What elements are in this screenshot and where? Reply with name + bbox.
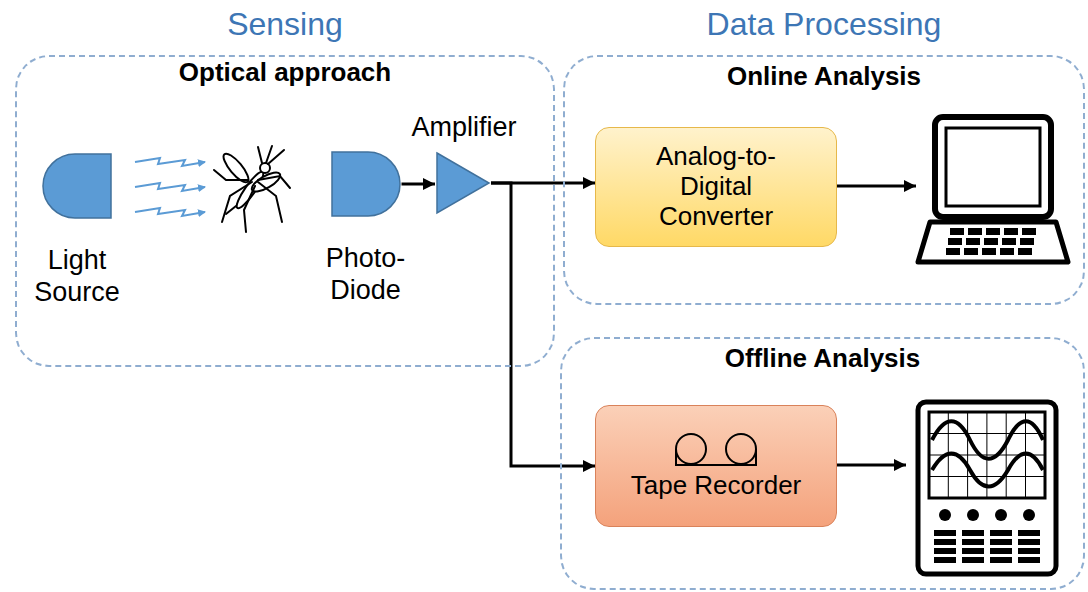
component-label: Light Source	[27, 244, 127, 309]
tape-reels	[661, 431, 771, 471]
signal-arrow	[402, 183, 436, 186]
section-heading: Sensing	[15, 6, 555, 43]
amplifier: Amplifier	[402, 112, 526, 222]
oscilloscope-icon	[918, 402, 1056, 574]
light-rays	[135, 158, 205, 216]
light-source: Light Source	[27, 152, 127, 307]
region-heading: Online Analysis	[565, 62, 1083, 92]
process-box: Tape Recorder	[595, 405, 837, 527]
process-box: Analog-to- Digital Converter	[595, 127, 837, 247]
component-label: Photo- Diode	[318, 242, 413, 307]
dashed-region: Offline AnalysisTape Recorder	[560, 337, 1085, 590]
laptop-icon	[918, 117, 1068, 262]
sensing-region: SensingOptical approachLight Source Photo…	[15, 0, 555, 367]
light-source-symbol	[41, 152, 113, 220]
dashed-region: Online AnalysisAnalog-to- Digital Conver…	[563, 55, 1085, 305]
section-heading: Data Processing	[563, 6, 1085, 43]
signal-arrow	[491, 183, 595, 466]
photodiode: Photo- Diode	[318, 150, 413, 305]
box-label: Tape Recorder	[631, 471, 802, 501]
mosquito-icon	[214, 146, 290, 232]
component-label: Amplifier	[402, 112, 526, 143]
region-heading: Optical approach	[15, 58, 555, 88]
photodiode-symbol	[330, 150, 402, 218]
arrow	[835, 464, 906, 467]
amplifier-symbol	[435, 151, 491, 215]
region-heading: Offline Analysis	[562, 344, 1083, 374]
box-label: Analog-to- Digital Converter	[636, 142, 796, 232]
arrow	[835, 185, 916, 188]
